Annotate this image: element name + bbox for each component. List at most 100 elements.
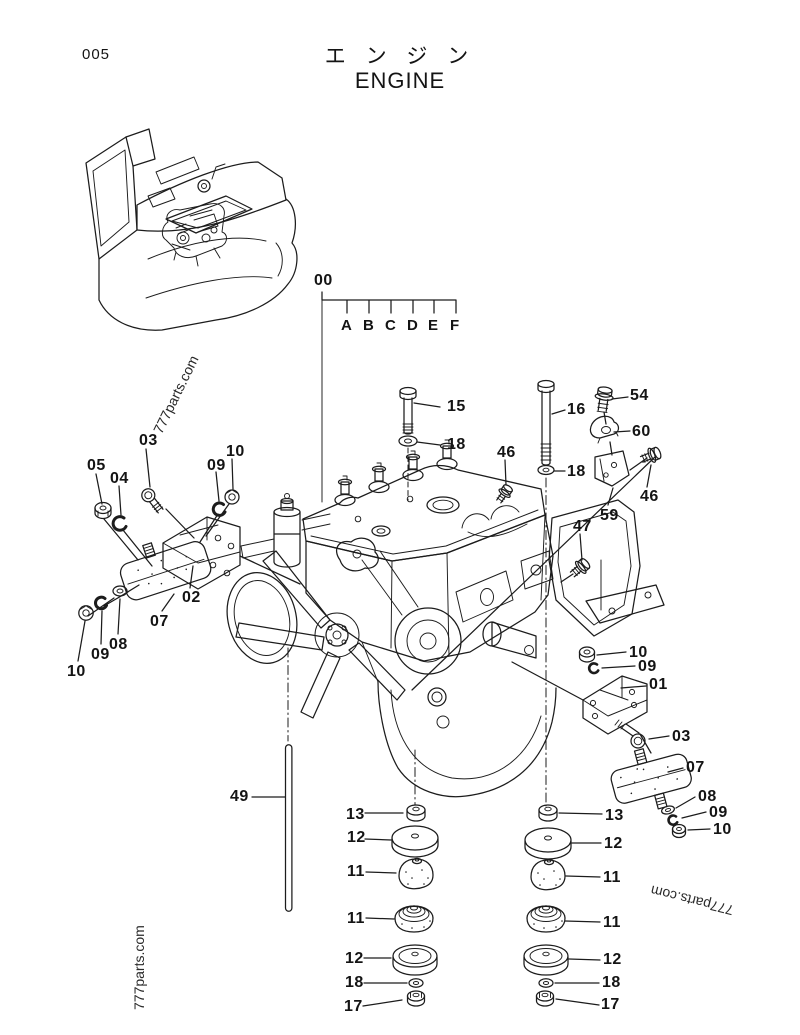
callout-18-top: 18 [447, 436, 466, 453]
callout-09-left-upper: 09 [207, 457, 226, 474]
washer-18-right-glyph [537, 464, 555, 476]
page-title-japanese: エ ン ジ ン [324, 45, 476, 68]
cushion-11-left-upper-glyph [398, 857, 434, 890]
washer-08-right-glyph [661, 805, 675, 815]
callout-18-left: 18 [345, 974, 364, 991]
callout-11-left-upper: 11 [347, 863, 365, 880]
clamp-60-glyph [589, 415, 620, 444]
callout-10-right-lower: 10 [713, 821, 732, 838]
callout-10-right-upper: 10 [629, 644, 648, 661]
isolator-stack-left [391, 804, 439, 1007]
callout-47: 47 [573, 518, 592, 535]
callout-59: 59 [600, 507, 619, 524]
washer-18-right-lower-glyph [538, 978, 554, 988]
washer-13-right-glyph [538, 804, 558, 822]
callout-02: 02 [182, 589, 201, 606]
callout-11-right-upper: 11 [603, 869, 621, 886]
part-glyphs [78, 379, 692, 912]
watermark-bottom-left: 777parts.com [131, 925, 147, 1010]
rubber-mount-07-left-glyph [119, 541, 212, 601]
bolt-03-left-glyph [141, 488, 164, 514]
disc-12-left-lower-glyph [392, 944, 438, 976]
callout-17-left: 17 [344, 998, 363, 1015]
machine-thumbnail-drawing [85, 128, 298, 331]
bolt-03-right-glyph [614, 719, 646, 749]
nut-10-left-upper-glyph [224, 489, 240, 505]
variant-a-label: A [341, 317, 352, 334]
washer-04-glyph [111, 515, 128, 532]
callout-18-right-lower: 18 [602, 974, 621, 991]
centerlines [287, 447, 547, 807]
callout-09-right-lower: 09 [709, 804, 728, 821]
bracket-59-glyph [594, 450, 630, 487]
cushion-11-right-upper-glyph [530, 858, 566, 891]
bolt-16-glyph [537, 379, 555, 466]
callout-12-left-lower: 12 [345, 950, 364, 967]
assembly-bracket [321, 291, 457, 503]
washer-08-left-glyph [112, 585, 128, 597]
callout-18-right: 18 [567, 463, 586, 480]
callout-04: 04 [110, 470, 129, 487]
callout-10-left-upper: 10 [226, 443, 245, 460]
callout-16: 16 [567, 401, 586, 418]
variant-b-label: B [363, 317, 374, 334]
callout-03-left: 03 [139, 432, 158, 449]
variant-e-label: E [428, 317, 439, 334]
callout-15: 15 [447, 398, 466, 415]
bolt-46-right-glyph [639, 446, 662, 463]
rubber-mount-07-right-glyph [610, 748, 692, 810]
cushion-11-right-lower-glyph [526, 905, 566, 933]
bracket-01-glyph [582, 675, 648, 735]
engine-drawing [226, 439, 665, 798]
washer-18-left-glyph [408, 978, 424, 988]
callout-10-left-lower: 10 [67, 663, 86, 680]
callout-08-left: 08 [109, 636, 128, 653]
snap-ring-09-left-lower-glyph [94, 595, 108, 611]
callout-13-left: 13 [346, 806, 365, 823]
callout-60: 60 [632, 423, 651, 440]
washer-13-left-glyph [406, 804, 426, 822]
callout-03-right: 03 [672, 728, 691, 745]
bolt-47-glyph [569, 557, 591, 578]
rod-49-glyph [284, 744, 293, 912]
isolator-stack-right [523, 804, 572, 1007]
bracket-02-glyph [162, 516, 241, 590]
nut-10-right-upper-glyph [578, 646, 596, 663]
callout-49: 49 [230, 788, 249, 805]
page-title: ENGINE [354, 68, 446, 93]
disc-12-right-upper-glyph [524, 827, 572, 860]
variant-c-label: C [385, 317, 396, 334]
snap-ring-09-right-lower-glyph [667, 814, 679, 826]
nut-10-left-lower-glyph [78, 605, 94, 621]
callout-08-right: 08 [698, 788, 717, 805]
callout-11-left-lower: 11 [347, 910, 365, 927]
bolt-54-glyph [594, 386, 614, 414]
disc-12-right-lower-glyph [523, 944, 569, 976]
washer-18-top-glyph [398, 435, 418, 447]
bolt-15-glyph [399, 386, 417, 435]
callout-12-right-lower: 12 [603, 951, 622, 968]
snap-ring-09-right-upper-glyph [587, 662, 600, 675]
callout-01: 01 [649, 676, 668, 693]
snap-ring-09-left-upper-glyph [211, 501, 227, 517]
page-number: 005 [82, 46, 111, 63]
nut-05-glyph [94, 501, 112, 520]
nut-17-left-glyph [406, 990, 426, 1007]
nut-10-right-lower-glyph [671, 823, 687, 839]
nut-17-right-glyph [535, 990, 555, 1007]
disc-12-left-upper-glyph [391, 825, 439, 858]
callout-09-left-lower: 09 [91, 646, 110, 663]
callout-12-left-upper: 12 [347, 829, 366, 846]
callout-12-right-upper: 12 [604, 835, 623, 852]
callout-05: 05 [87, 457, 106, 474]
callout-46-right: 46 [640, 488, 659, 505]
variant-f-label: F [450, 317, 460, 334]
callout-07-right: 07 [686, 759, 705, 776]
callout-07-left: 07 [150, 613, 169, 630]
callout-13-right: 13 [605, 807, 624, 824]
variant-d-label: D [407, 317, 418, 334]
callout-46-mid: 46 [497, 444, 516, 461]
cushion-11-left-lower-glyph [394, 905, 434, 933]
